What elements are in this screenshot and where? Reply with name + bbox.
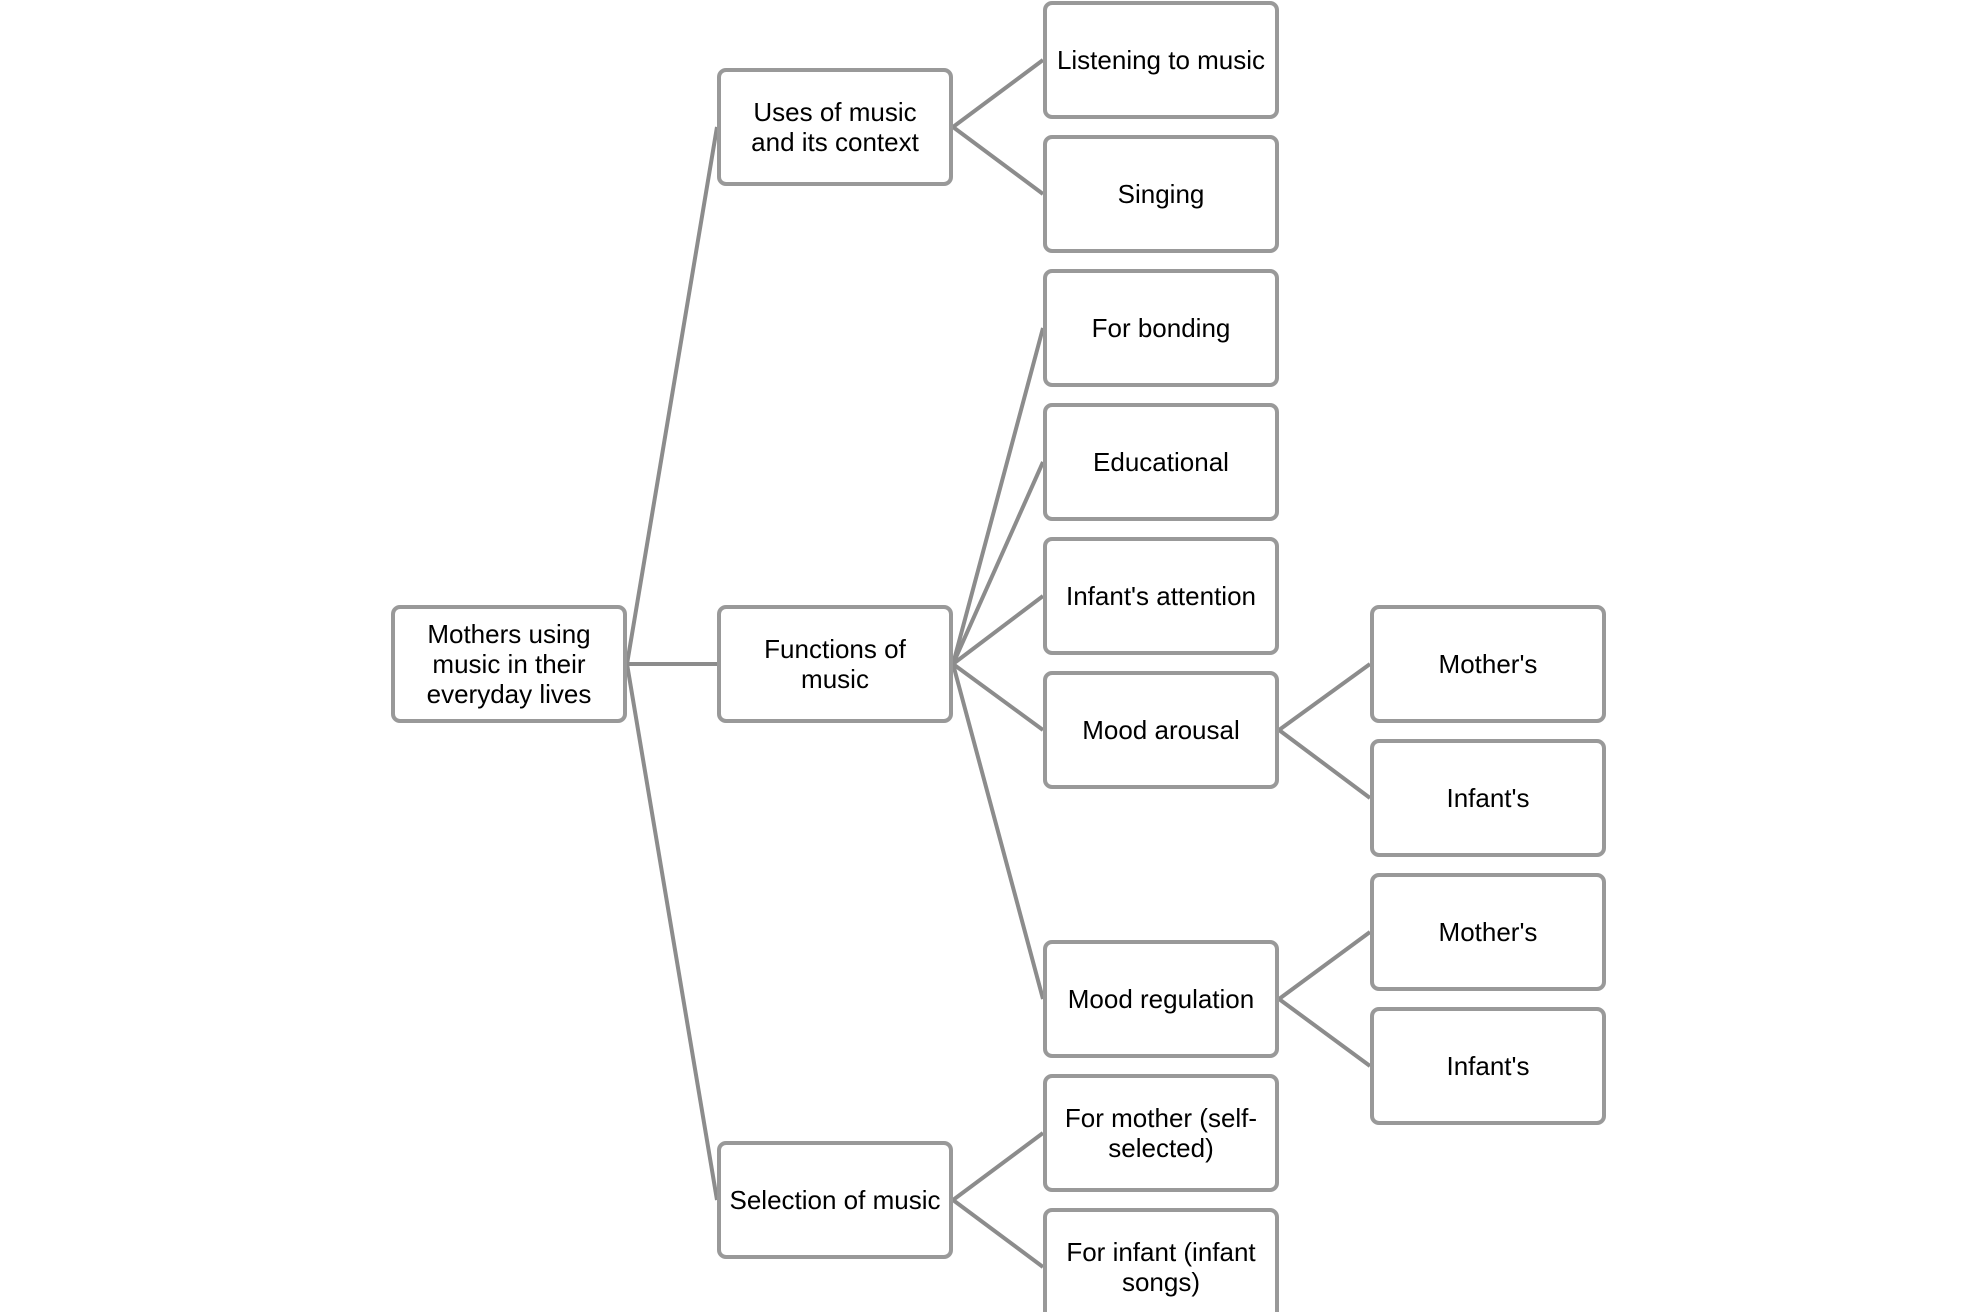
node-label: Uses of music and its context <box>751 97 919 157</box>
node-label: Infant's <box>1446 783 1530 813</box>
connector-line <box>951 58 1045 129</box>
node-label: Educational <box>1093 447 1229 477</box>
connector-line <box>1277 997 1372 1068</box>
node-label: Infant's attention <box>1066 581 1256 611</box>
node-infants-attention: Infant's attention <box>1043 537 1279 655</box>
node-selection-of-music: Selection of music <box>717 1141 953 1259</box>
connector-line <box>1277 930 1372 1001</box>
node-mood-regulation-infants: Infant's <box>1370 1007 1606 1125</box>
node-label: Mother's <box>1438 649 1538 679</box>
node-mood-regulation-mothers: Mother's <box>1370 873 1606 991</box>
connector-line <box>951 1131 1045 1202</box>
node-mood-arousal-mothers: Mother's <box>1370 605 1606 723</box>
connector-line <box>1277 728 1372 800</box>
node-label: Infant's <box>1446 1051 1530 1081</box>
node-listening-to-music: Listening to music <box>1043 1 1279 119</box>
node-singing: Singing <box>1043 135 1279 253</box>
node-functions-of-music: Functions of music <box>717 605 953 723</box>
node-label: For bonding <box>1091 313 1231 343</box>
node-label: Selection of music <box>729 1185 941 1215</box>
connector-line <box>951 663 1045 1000</box>
connector-line <box>951 125 1045 196</box>
connector-line <box>625 663 719 1201</box>
node-educational: Educational <box>1043 403 1279 521</box>
connector-line <box>951 1198 1045 1269</box>
node-label: For infant (infant songs) <box>1066 1237 1256 1297</box>
connector-line <box>951 662 1045 732</box>
node-label: Functions of music <box>764 634 906 694</box>
node-label: Listening to music <box>1056 45 1266 75</box>
node-label: Mother's <box>1438 917 1538 947</box>
node-label: Mood regulation <box>1067 984 1255 1014</box>
connector-line <box>625 126 719 665</box>
node-mood-regulation: Mood regulation <box>1043 940 1279 1058</box>
node-for-infant: For infant (infant songs) <box>1043 1208 1279 1312</box>
node-for-mother: For mother (self-selected) <box>1043 1074 1279 1192</box>
connector-line <box>1277 662 1372 732</box>
node-uses-of-music: Uses of music and its context <box>717 68 953 186</box>
node-for-bonding: For bonding <box>1043 269 1279 387</box>
connector-line <box>951 327 1045 665</box>
root-node-label: Mothers using music in their everyday li… <box>426 619 592 709</box>
node-mood-arousal: Mood arousal <box>1043 671 1279 789</box>
connector-line <box>951 461 1045 665</box>
node-label: For mother (self-selected) <box>1064 1103 1258 1163</box>
node-label: Singing <box>1117 179 1205 209</box>
connector-line <box>951 594 1045 666</box>
node-label: Mood arousal <box>1082 715 1240 745</box>
root-node: Mothers using music in their everyday li… <box>391 605 627 723</box>
node-mood-arousal-infants: Infant's <box>1370 739 1606 857</box>
